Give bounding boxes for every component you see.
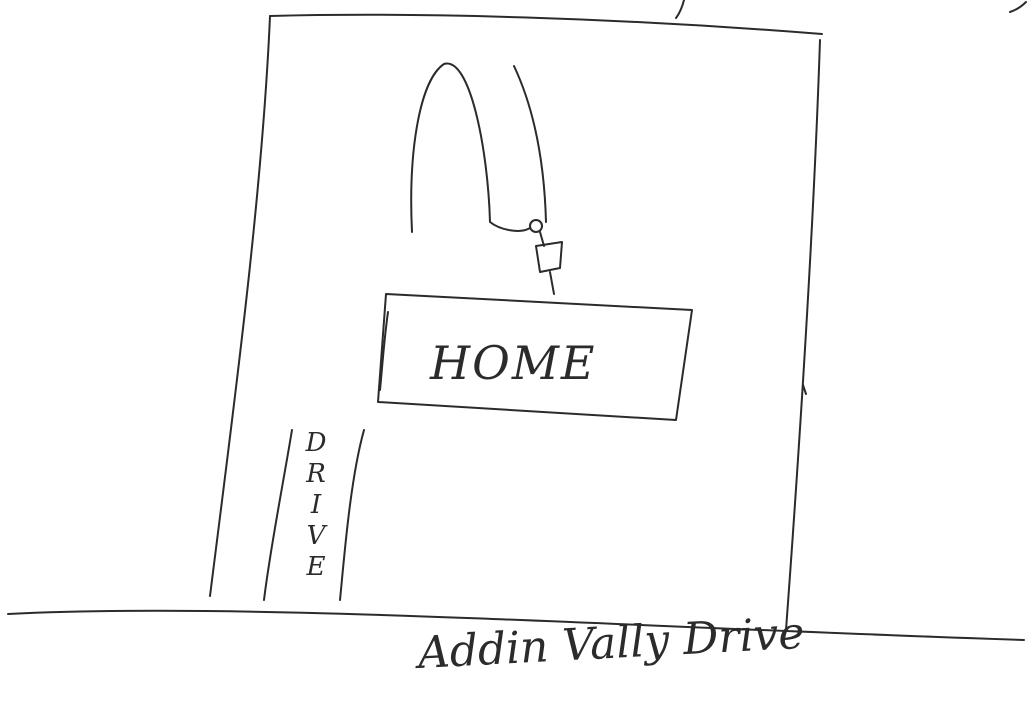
clip-cord <box>550 272 554 294</box>
home-sign-text: HOME <box>430 336 597 390</box>
driveway-label: D R I V E <box>300 428 332 583</box>
driveway-left-edge <box>264 430 292 600</box>
driveway-letter: R <box>306 459 326 490</box>
property-boundary-left <box>210 16 270 596</box>
property-boundary-right <box>786 40 820 630</box>
stray-mark-top-right <box>1010 2 1026 12</box>
lanyard-ring <box>530 220 542 232</box>
badge-clip <box>536 242 562 272</box>
lanyard-strap-inner <box>514 66 546 222</box>
property-boundary-top <box>270 15 822 34</box>
driveway-letter: V <box>307 521 326 552</box>
lanyard-strap <box>411 64 530 232</box>
boundary-tick <box>803 385 806 394</box>
driveway-letter: D <box>306 428 327 459</box>
stray-mark-top <box>676 0 684 18</box>
driveway-right-edge <box>340 430 364 600</box>
driveway-letter: I <box>311 490 321 521</box>
driveway-letter: E <box>307 552 326 583</box>
